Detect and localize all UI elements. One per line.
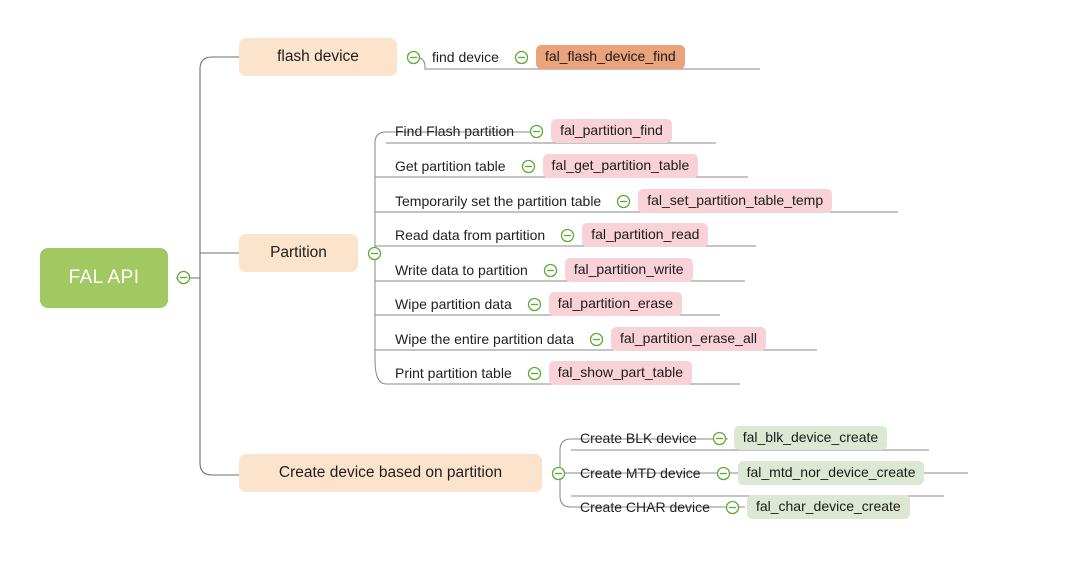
leaf-label: Create CHAR device xyxy=(580,499,710,515)
api-chip[interactable]: fal_flash_device_find xyxy=(535,45,685,69)
api-chip[interactable]: fal_char_device_create xyxy=(746,495,910,519)
api-chip[interactable]: fal_partition_read xyxy=(582,223,709,247)
leaf-label: Find Flash partition xyxy=(395,123,515,139)
root-node-label: FAL API xyxy=(68,267,140,288)
leaf-label: find device xyxy=(432,49,499,65)
collapse-minus-icon[interactable] xyxy=(725,500,740,515)
collapse-minus-icon[interactable] xyxy=(589,332,604,347)
leaf-label: Wipe partition data xyxy=(395,296,512,312)
leaf-row[interactable]: Read data from partition fal_partition_r… xyxy=(395,222,709,248)
branch-label: Create device based on partition xyxy=(278,464,503,481)
leaf-label: Create MTD device xyxy=(580,465,701,481)
collapse-minus-icon[interactable] xyxy=(712,431,727,446)
collapse-minus-icon[interactable] xyxy=(543,263,558,278)
leaf-row[interactable]: Print partition table fal_show_part_tabl… xyxy=(395,360,693,386)
api-chip[interactable]: fal_blk_device_create xyxy=(733,426,888,450)
leaf-label: Temporarily set the partition table xyxy=(395,193,602,209)
leaf-label: Write data to partition xyxy=(395,262,528,278)
leaf-label: Read data from partition xyxy=(395,227,546,243)
collapse-minus-icon[interactable] xyxy=(527,297,542,312)
leaf-row[interactable]: Wipe the entire partition data fal_parti… xyxy=(395,326,766,352)
api-chip[interactable]: fal_partition_find xyxy=(551,119,672,143)
collapse-minus-icon[interactable] xyxy=(527,366,542,381)
collapse-minus-icon[interactable] xyxy=(521,159,536,174)
branch-label: Partition xyxy=(270,244,327,261)
leaf-row[interactable]: find device fal_flash_device_find xyxy=(432,44,685,70)
root-node[interactable]: FAL API xyxy=(40,248,168,308)
leaf-label: Print partition table xyxy=(395,365,512,381)
leaf-label: Get partition table xyxy=(395,158,506,174)
collapse-minus-icon[interactable] xyxy=(176,270,191,285)
api-chip[interactable]: fal_partition_erase xyxy=(548,292,682,316)
api-chip[interactable]: fal_partition_write xyxy=(564,258,693,282)
leaf-row[interactable]: Write data to partition fal_partition_wr… xyxy=(395,257,693,283)
leaf-label: Wipe the entire partition data xyxy=(395,331,574,347)
leaf-label: Create BLK device xyxy=(580,430,697,446)
leaf-row[interactable]: Get partition table fal_get_partition_ta… xyxy=(395,153,699,179)
leaf-row[interactable]: Wipe partition data fal_partition_erase xyxy=(395,291,682,317)
branch-node-create-device[interactable]: Create device based on partition xyxy=(239,454,542,492)
leaf-row[interactable]: Create CHAR device fal_char_device_creat… xyxy=(580,494,910,520)
collapse-minus-icon[interactable] xyxy=(367,246,382,261)
branch-node-flash-device[interactable]: flash device xyxy=(239,38,397,76)
collapse-minus-icon[interactable] xyxy=(551,466,566,481)
leaf-row[interactable]: Temporarily set the partition table fal_… xyxy=(395,188,833,214)
collapse-minus-icon[interactable] xyxy=(406,50,421,65)
leaf-row[interactable]: Find Flash partition fal_partition_find xyxy=(395,118,672,144)
branch-label: flash device xyxy=(277,48,359,65)
api-chip[interactable]: fal_mtd_nor_device_create xyxy=(737,461,925,485)
collapse-minus-icon[interactable] xyxy=(716,466,731,481)
api-chip[interactable]: fal_partition_erase_all xyxy=(611,327,766,351)
collapse-minus-icon[interactable] xyxy=(529,124,544,139)
api-chip[interactable]: fal_get_partition_table xyxy=(542,154,699,178)
api-chip[interactable]: fal_set_partition_table_temp xyxy=(638,189,833,213)
branch-node-partition[interactable]: Partition xyxy=(239,234,358,272)
api-chip[interactable]: fal_show_part_table xyxy=(548,361,693,385)
leaf-row[interactable]: Create MTD device fal_mtd_nor_device_cre… xyxy=(580,460,925,486)
collapse-minus-icon[interactable] xyxy=(616,194,631,209)
leaf-row[interactable]: Create BLK device fal_blk_device_create xyxy=(580,425,888,451)
collapse-minus-icon[interactable] xyxy=(560,228,575,243)
collapse-minus-icon[interactable] xyxy=(514,50,529,65)
